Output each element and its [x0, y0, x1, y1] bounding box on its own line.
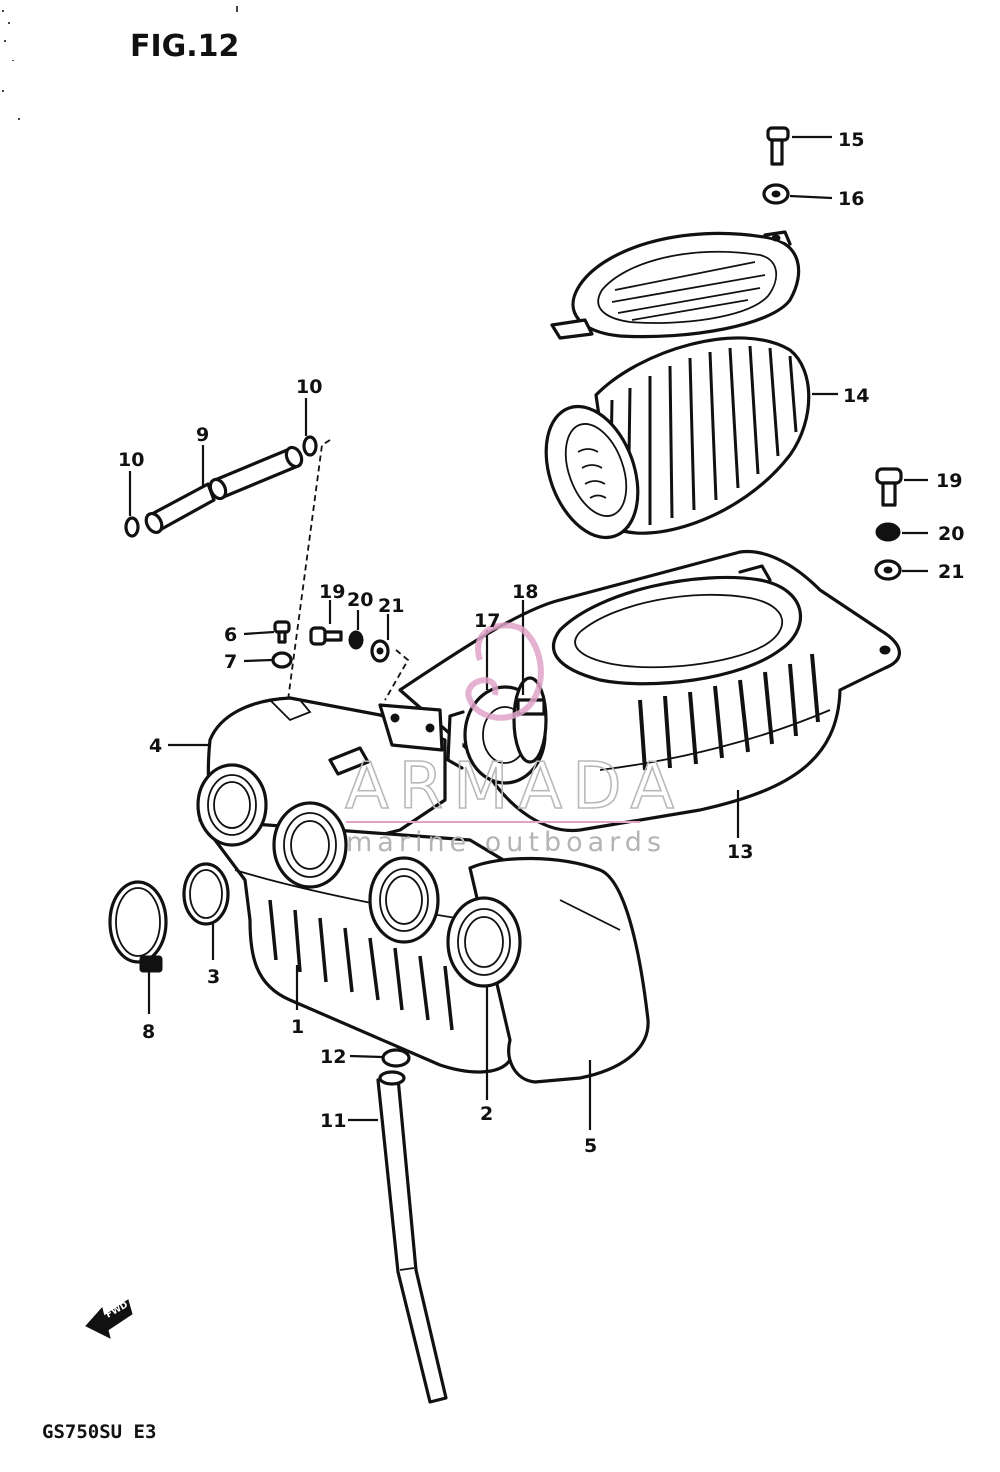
callout-14: 14 — [843, 385, 869, 407]
drain-hose-part-11 — [348, 1070, 448, 1404]
intake-funnel-1 — [196, 763, 268, 847]
watermark-logo — [465, 622, 544, 721]
figure-title: FIG.12 — [130, 29, 239, 64]
callout-16: 16 — [838, 188, 864, 210]
callout-15: 15 — [838, 129, 864, 151]
scan-noise — [2, 6, 238, 120]
case-half-part-4 — [168, 696, 447, 852]
air-filter-element-part-14 — [544, 336, 838, 540]
seal-ring-part-3 — [182, 862, 230, 960]
intake-funnel-3 — [368, 856, 440, 944]
callout-21-left: 21 — [378, 595, 404, 617]
callout-6: 6 — [224, 624, 237, 646]
washer-part-7 — [243, 651, 293, 669]
callout-19-left: 19 — [319, 581, 345, 603]
callout-1: 1 — [291, 1016, 304, 1038]
callout-4: 4 — [149, 735, 162, 757]
washer-part-20-left — [348, 610, 364, 650]
callout-3: 3 — [207, 966, 220, 988]
callout-13: 13 — [727, 841, 753, 863]
main-case-part-1 — [198, 818, 522, 1074]
hose-clamp-part-10-right — [287, 398, 331, 701]
breather-hose-part-9 — [144, 445, 304, 535]
band-clamp-part-8 — [108, 880, 168, 1014]
watermark-tagline: marine outboards — [346, 827, 666, 858]
forward-arrow-icon: FWD — [85, 1299, 133, 1339]
callout-20-left: 20 — [347, 589, 373, 611]
callout-2: 2 — [480, 1103, 493, 1125]
hose-clamp-part-10-left — [124, 471, 140, 538]
callout-8: 8 — [142, 1021, 155, 1043]
callout-5: 5 — [584, 1135, 597, 1157]
intake-funnel-2 — [272, 801, 348, 889]
model-code: GS750SU E3 — [42, 1421, 156, 1443]
intake-funnel-4-part-2 — [446, 896, 522, 1100]
clamp-part-18 — [512, 600, 548, 764]
callout-20-right: 20 — [938, 523, 964, 545]
callout-11: 11 — [320, 1110, 346, 1132]
nut-part-21-left — [370, 614, 410, 701]
callout-10-right: 10 — [296, 376, 322, 398]
callout-7: 7 — [224, 651, 237, 673]
watermark: ARMADA marine outboards — [344, 622, 684, 858]
washer-part-16 — [762, 183, 833, 205]
callout-17: 17 — [474, 610, 500, 632]
bolt-part-15 — [766, 126, 832, 166]
air-cleaner-cover — [550, 230, 801, 340]
callout-10-left: 10 — [118, 449, 144, 471]
nut-part-21-right — [874, 559, 928, 581]
clip-part-12 — [349, 1048, 411, 1068]
callout-21-right: 21 — [938, 561, 964, 583]
callout-9: 9 — [196, 424, 209, 446]
callout-19-right: 19 — [936, 470, 962, 492]
callout-18: 18 — [512, 581, 538, 603]
bolt-part-19-left — [309, 600, 343, 646]
callout-12: 12 — [320, 1046, 346, 1068]
front-cover-part-5 — [468, 856, 650, 1130]
bolt-part-19-right — [875, 467, 928, 507]
screw-part-6 — [243, 620, 291, 644]
washer-part-20-right — [875, 522, 928, 542]
watermark-brand: ARMADA — [345, 750, 684, 824]
